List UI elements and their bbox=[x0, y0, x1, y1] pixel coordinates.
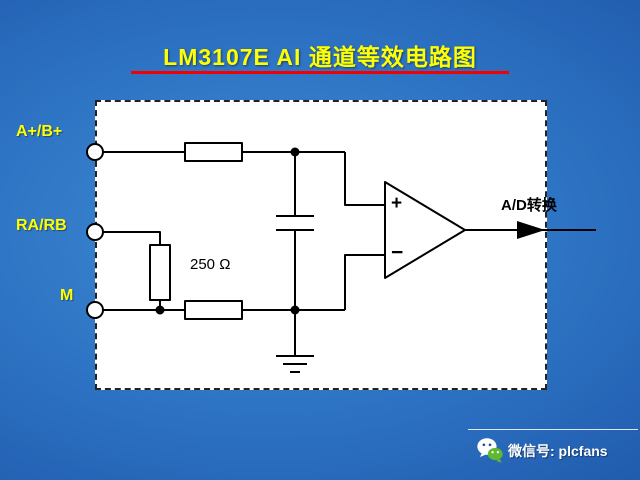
opamp-plus-sign: + bbox=[391, 193, 403, 214]
ground-symbol bbox=[276, 355, 314, 373]
resistor-top bbox=[184, 142, 243, 162]
resistor-value-label: 250 Ω bbox=[190, 256, 231, 273]
terminal-label-ra-rb: RA/RB bbox=[16, 217, 67, 234]
page-title: LM3107E AI 通道等效电路图 bbox=[163, 44, 477, 70]
wechat-id-text: 微信号: plcfans bbox=[508, 443, 608, 459]
terminal-m bbox=[86, 301, 104, 319]
wire-top-input bbox=[103, 151, 385, 206]
opamp-minus-sign: − bbox=[391, 241, 404, 264]
title-underline bbox=[131, 71, 509, 74]
terminal-label-m: M bbox=[60, 287, 74, 304]
output-label: A/D转换 bbox=[501, 197, 557, 214]
terminal-label-a-b: A+/B+ bbox=[16, 123, 63, 140]
footer-divider bbox=[468, 429, 638, 430]
junction-dot-bottom bbox=[290, 305, 300, 315]
capacitor-plates bbox=[276, 215, 314, 231]
resistor-bottom bbox=[184, 300, 243, 320]
junction-dot-resistor bbox=[155, 305, 165, 315]
terminal-a-b bbox=[86, 143, 104, 161]
junction-dot-top bbox=[290, 147, 300, 157]
opamp-triangle bbox=[384, 181, 466, 279]
resistor-250ohm bbox=[149, 244, 171, 301]
output-arrow bbox=[517, 221, 545, 239]
wechat-icon bbox=[477, 438, 503, 463]
terminal-ra-rb bbox=[86, 223, 104, 241]
wire-bottom-input bbox=[103, 254, 385, 311]
